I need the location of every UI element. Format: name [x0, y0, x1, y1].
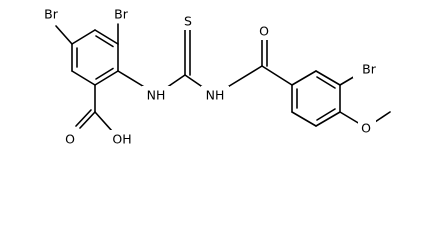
amide-carbonyl	[225, 35, 293, 89]
bond	[71, 70, 96, 86]
double-bond-inner	[95, 35, 114, 48]
bond	[315, 70, 341, 86]
atom-label-br: Br	[114, 7, 129, 22]
bond	[117, 70, 147, 89]
right-benzene-ring	[291, 70, 341, 127]
bond	[94, 111, 113, 132]
bond	[79, 111, 96, 129]
atom-label-oxygen: O	[361, 121, 371, 136]
bond	[339, 111, 361, 125]
atom-label-br: Br	[362, 62, 377, 77]
left-benzene-ring	[71, 29, 119, 86]
bond	[261, 65, 293, 86]
carboxylic-acid-group	[75, 84, 113, 132]
atom-label-nh: NH	[147, 88, 166, 103]
bond	[94, 29, 119, 45]
atom-labels: Br Br S O NH NH Br O O OH	[37, 5, 383, 148]
atom-label-nh: NH	[206, 88, 225, 103]
bond	[315, 111, 341, 127]
double-bond-inner	[75, 109, 92, 127]
bond	[225, 65, 263, 89]
bond	[94, 70, 119, 86]
bond	[291, 111, 317, 127]
bond-to-br-top-left	[55, 25, 73, 45]
atom-label-oh: OH	[112, 132, 131, 147]
atom-label-sulfur: S	[184, 14, 192, 29]
thiourea-linker	[117, 27, 205, 89]
bond	[71, 29, 96, 45]
double-bond-inner	[316, 76, 336, 89]
bond	[184, 74, 205, 89]
double-bond-inner	[95, 67, 114, 80]
bond	[291, 70, 317, 86]
chemical-structure-diagram: Br Br S O NH NH Br O O OH	[37, 5, 391, 148]
atom-label-oxygen: O	[259, 24, 269, 39]
bond	[165, 74, 186, 89]
atom-label-br: Br	[44, 7, 59, 22]
atom-label-oxygen: O	[65, 132, 75, 147]
double-bond-inner	[316, 108, 336, 121]
